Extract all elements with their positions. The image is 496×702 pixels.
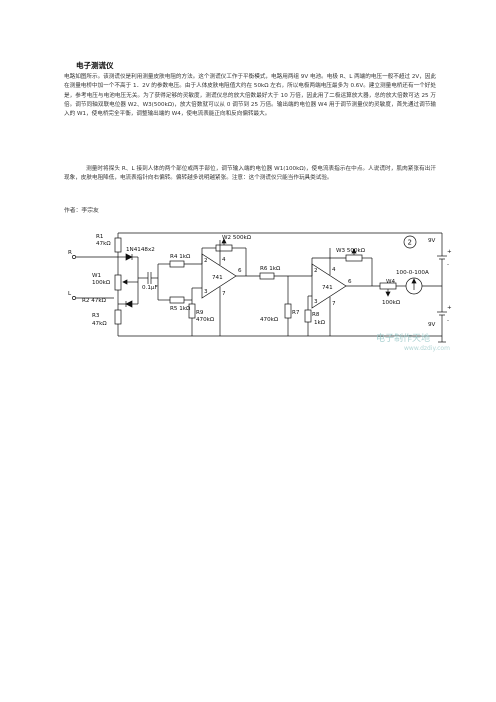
circuit-diagram: R L R1 47kΩ 1N4148x2 W1 100kΩ R2 47kΩ R3… (68, 232, 452, 343)
pin-3b: 3 (314, 299, 318, 305)
label-W1a: W1 (92, 273, 102, 279)
paragraph-usage-text: 测量时将探头 R、L 接到人体的两个部位或两手部位，调节输入端的电位器 W1(1… (64, 166, 436, 182)
label-plus-bottom: + (447, 305, 452, 311)
label-L: L (68, 291, 72, 297)
label-R5: R5 1kΩ (170, 306, 191, 312)
pin-6a: 6 (238, 268, 242, 274)
label-R1a: R1 (96, 234, 104, 240)
label-meter: 100-0-100A (396, 270, 429, 276)
label-R8b: 1kΩ (314, 320, 326, 326)
label-R7b: 470kΩ (260, 317, 279, 323)
label-R7a: R7 (292, 310, 300, 316)
pin-7a: 7 (222, 291, 226, 297)
label-W4b: 100kΩ (382, 300, 401, 306)
pin-3a: 3 (204, 289, 208, 295)
pin-2b: 2 (314, 268, 318, 274)
label-R9b: 470kΩ (196, 317, 215, 323)
author-line: 作者：李宗友 (64, 208, 99, 214)
paragraph-usage: 测量时将探头 R、L 接到人体的两个部位或两手部位，调节输入端的电位器 W1(1… (64, 165, 436, 184)
pin-4a: 4 (222, 257, 226, 263)
label-W1b: 100kΩ (92, 280, 111, 286)
label-R2: R2 47kΩ (82, 298, 107, 304)
label-minus-bottom: - (447, 318, 449, 324)
label-circle-number: 2 (408, 239, 412, 247)
label-opamp2: 741 (322, 285, 333, 291)
label-9v-top: 9V (428, 238, 436, 244)
label-R6: R6 1kΩ (260, 266, 281, 272)
label-minus-top: - (447, 262, 449, 268)
document-title: 电子测谎仪 (76, 61, 114, 70)
label-opamp1: 741 (212, 275, 223, 281)
pin-6b: 6 (348, 279, 352, 285)
label-W4a: W4 (386, 279, 396, 285)
circuit-wires (72, 232, 447, 343)
label-R8a: R8 (312, 312, 320, 318)
label-R9a: R9 (196, 310, 204, 316)
label-R1b: 47kΩ (96, 241, 111, 247)
label-9v-bottom: 9V (428, 322, 436, 328)
label-R3b: 47kΩ (92, 321, 107, 327)
label-R: R (68, 250, 72, 256)
circuit-labels: R L R1 47kΩ 1N4148x2 W1 100kΩ R2 47kΩ R3… (68, 234, 452, 328)
label-R4: R4 1kΩ (170, 254, 191, 260)
label-cap: 0.1μF (142, 285, 158, 291)
watermark-site-url: www.dzdiy.com (404, 345, 450, 352)
pin-4b: 4 (332, 267, 336, 273)
label-diode: 1N4148x2 (126, 247, 155, 253)
label-W2: W2 500kΩ (222, 235, 252, 241)
watermark-site-name: 电子制作天地 (376, 334, 431, 344)
label-R3a: R3 (92, 313, 100, 319)
label-plus-top: + (447, 249, 452, 255)
label-W3: W3 500kΩ (336, 248, 366, 254)
paragraph-description: 电路如图所示。该测谎仪是利用测量皮肤电阻的方法。这个测谎仪工作于平衡模式，电路用… (64, 74, 436, 118)
pin-2a: 2 (204, 258, 208, 264)
pin-7b: 7 (332, 301, 336, 307)
